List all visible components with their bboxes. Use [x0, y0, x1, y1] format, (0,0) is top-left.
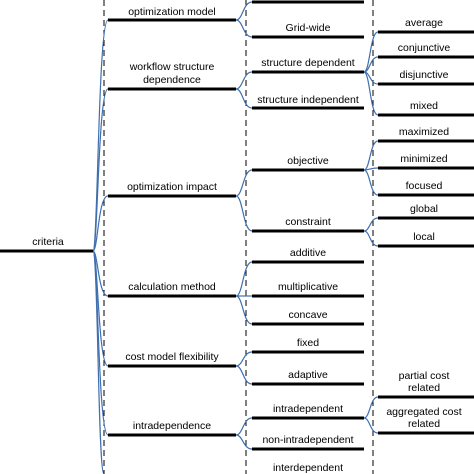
node-interdependent: interdependent: [273, 462, 343, 474]
node-multiplicative-label: multiplicative: [278, 281, 338, 293]
node-adaptive: adaptive: [252, 369, 364, 386]
node-local: local: [378, 231, 474, 248]
node-intradependence: intradependence: [108, 420, 236, 437]
node-optimization-model-label: optimization model: [128, 6, 216, 18]
node-additive: additive: [252, 247, 364, 264]
node-fixed-label: fixed: [297, 337, 319, 349]
node-aggregated-cost-label-1: aggregated cost: [386, 406, 461, 418]
node-intradependent: intradependent: [252, 403, 364, 420]
node-intradependence-label: intradependence: [133, 420, 211, 432]
node-local-label: local: [413, 231, 435, 243]
node-criteria: criteria: [0, 236, 93, 253]
node-disjunctive-label: disjunctive: [399, 69, 448, 81]
node-cost-model-flexibility: cost model flexibility: [108, 351, 236, 368]
node-mixed-label: mixed: [410, 100, 438, 112]
node-aggregated-cost-label-2: related: [408, 418, 440, 430]
node-workflow-structure-label-1: workflow structure: [129, 61, 215, 73]
node-objective-label: objective: [287, 155, 329, 167]
node-minimized: minimized: [378, 153, 474, 170]
node-non-intradependent-label: non-intradependent: [262, 434, 353, 446]
node-workflow-structure-dependence: workflow structure dependence: [108, 61, 236, 91]
node-mixed: mixed: [378, 100, 474, 117]
node-focused: focused: [378, 180, 474, 197]
node-average-label: average: [405, 17, 443, 29]
node-interdependent-label: interdependent: [273, 462, 343, 474]
node-global: global: [378, 203, 474, 220]
node-structure-independent-label: structure independent: [257, 94, 359, 106]
node-grid-wide: Grid-wide: [252, 22, 364, 39]
node-average: average: [378, 17, 474, 34]
node-fixed: fixed: [252, 337, 364, 354]
node-maximized-label: maximized: [399, 126, 449, 138]
node-optimization-impact-label: optimization impact: [127, 181, 217, 193]
node-structure-dependent: structure dependent: [252, 57, 364, 74]
node-cost-model-flexibility-label: cost model flexibility: [125, 351, 219, 363]
node-disjunctive: disjunctive: [378, 69, 474, 86]
node-calculation-method-label: calculation method: [128, 281, 216, 293]
node-additive-label: additive: [290, 247, 326, 259]
node-conjunctive-label: conjunctive: [398, 42, 451, 54]
node-structure-dependent-label: structure dependent: [261, 57, 354, 69]
level1-connectors: [235, 1, 253, 450]
node-non-intradependent: non-intradependent: [252, 434, 364, 451]
node-constraint: constraint: [252, 216, 364, 233]
node-grid-wide-label: Grid-wide: [286, 22, 331, 34]
node-concave-label: concave: [288, 309, 327, 321]
root-connectors: [92, 19, 109, 474]
node-aggregated-cost-related: aggregated cost related: [378, 406, 474, 435]
node-objective: objective: [252, 155, 364, 172]
node-optimization-model: optimization model: [108, 6, 236, 22]
node-multiplicative: multiplicative: [252, 281, 364, 298]
node-adaptive-label: adaptive: [288, 369, 328, 381]
node-optimization-impact: optimization impact: [108, 181, 236, 198]
node-constraint-label: constraint: [285, 216, 331, 228]
node-focused-label: focused: [406, 180, 443, 192]
node-partial-cost-label-2: related: [408, 382, 440, 394]
node-global-label: global: [410, 203, 438, 215]
node-minimized-label: minimized: [400, 153, 447, 165]
node-concave: concave: [252, 309, 364, 326]
node-structure-independent: structure independent: [252, 94, 364, 110]
node-intradependent-label: intradependent: [273, 403, 343, 415]
node-workflow-structure-label-2: dependence: [143, 74, 201, 86]
node-conjunctive: conjunctive: [378, 42, 474, 59]
node-criteria-label: criteria: [32, 236, 64, 248]
level2-connectors: [363, 31, 379, 434]
node-partial-cost-label-1: partial cost: [399, 370, 450, 382]
node-calculation-method: calculation method: [108, 281, 236, 298]
node-partial-cost-related: partial cost related: [378, 370, 474, 399]
node-maximized: maximized: [378, 126, 474, 143]
